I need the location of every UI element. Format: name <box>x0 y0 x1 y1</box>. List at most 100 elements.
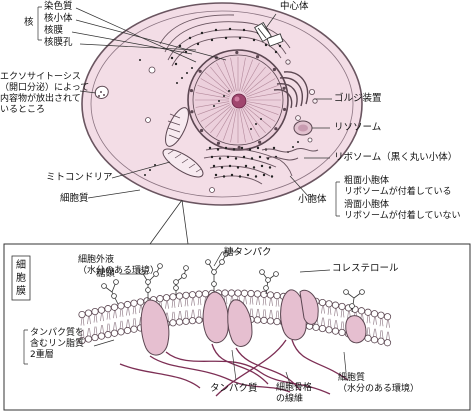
ribosome <box>211 156 213 158</box>
phospholipid-head <box>332 328 338 334</box>
ribosome <box>171 57 173 59</box>
ribosome <box>243 156 245 158</box>
nuclear-pore <box>235 51 238 54</box>
sugar-chain-label: 糖鎖 <box>96 268 115 280</box>
ribosome <box>227 156 229 158</box>
golgi-label: ゴルジ装置 <box>334 93 382 105</box>
free-ribosome <box>191 67 193 69</box>
ribosome <box>229 28 231 30</box>
free-ribosome <box>139 59 141 61</box>
ribosome <box>263 174 265 176</box>
free-ribosome <box>218 100 220 102</box>
free-ribosome <box>292 146 294 148</box>
phospholipid-head <box>131 326 137 332</box>
phospholipid-head <box>371 311 377 317</box>
free-ribosome <box>228 90 230 92</box>
nuclear-pore <box>283 108 286 111</box>
ribosome <box>215 29 217 31</box>
nuclear-pore <box>199 70 202 73</box>
glycoprotein-label: 糖タンパク <box>224 247 272 259</box>
free-ribosome <box>213 105 215 107</box>
ribosome <box>239 175 241 177</box>
phospholipid-head <box>118 303 124 309</box>
phospholipid-head <box>319 325 325 331</box>
phospholipid-head <box>241 290 247 296</box>
ribosome <box>239 37 241 39</box>
vesicle-label: 小胞体 <box>298 194 327 206</box>
phospholipid-head <box>170 320 176 326</box>
phospholipid-head <box>79 311 85 317</box>
phospholipid-head <box>332 302 338 308</box>
ribosome-label: リボソーム（黒く丸い小体） <box>334 152 457 164</box>
rough-er-label: 粗面小胞体 リボソームが付着している <box>344 176 451 198</box>
phospholipid-head <box>124 327 130 333</box>
cytoplasm-env-label: 細胞質 （水分のある環境） <box>338 373 419 395</box>
phospholipid-head <box>118 329 124 335</box>
ribosome <box>257 147 259 149</box>
ribosome <box>225 37 227 39</box>
phospholipid-head <box>92 334 98 340</box>
ribosome <box>197 43 199 45</box>
phospholipid-head <box>384 314 390 320</box>
nucleus-bracket-label: 核 <box>24 17 34 29</box>
phospholipid-head <box>267 292 273 298</box>
mitochondria-label: ミトコンドリア <box>46 172 113 184</box>
nuclear-pore <box>273 68 276 71</box>
phospholipid-head <box>189 291 195 297</box>
phospholipid-head <box>98 307 104 313</box>
centrosome-label: 中心体 <box>280 1 309 13</box>
phospholipid-head <box>196 291 202 297</box>
phospholipid-head <box>313 324 319 330</box>
ribosome <box>221 166 223 168</box>
ribosome <box>249 148 251 150</box>
nucleolus <box>232 94 246 108</box>
smooth-er-label: 滑面小胞体 リボソームが付着していない <box>344 200 460 222</box>
ribosome <box>223 175 225 177</box>
cell <box>38 3 362 244</box>
ribosome <box>219 157 221 159</box>
ribosome <box>215 174 217 176</box>
phospholipid-head <box>111 330 117 336</box>
phospholipid-head <box>254 291 260 297</box>
phospholipid-head <box>85 336 91 342</box>
free-ribosome <box>297 141 299 143</box>
free-ribosome <box>149 169 151 171</box>
free-ribosome <box>176 82 178 84</box>
nuclear-pore <box>190 89 193 92</box>
phospholipid-head <box>183 292 189 298</box>
bilayer-label: タンパク質を 含むリン脂質 2重層 <box>30 328 84 361</box>
phospholipid-head <box>358 308 364 314</box>
lysosome <box>294 121 312 135</box>
phospholipid-head <box>365 309 371 315</box>
ribosome <box>213 165 215 167</box>
ribosome <box>241 147 243 149</box>
ribosome <box>237 166 239 168</box>
phospholipid-head <box>254 317 260 323</box>
free-ribosome <box>255 123 257 125</box>
phospholipid-head <box>163 294 169 300</box>
phospholipid-head <box>189 317 195 323</box>
phospholipid-head <box>326 327 332 333</box>
ribosome <box>211 39 213 41</box>
ribosome <box>255 175 257 177</box>
ribosome <box>243 29 245 31</box>
cholesterol-label: コレステロール <box>332 263 399 275</box>
nuclear-pore <box>274 127 277 130</box>
cytoskeleton-label: 細胞骨格 の線維 <box>276 383 312 405</box>
phospholipid-head <box>378 338 384 344</box>
phospholipid-head <box>157 295 163 301</box>
lysosome-label: リソソーム <box>334 122 381 134</box>
phospholipid-head <box>339 303 345 309</box>
phospholipid-head <box>222 290 228 296</box>
phospholipid-head <box>274 318 280 324</box>
exocytosis-label: エクソサイトーシス （開口分泌）によって 内容物が放出されて いるところ <box>0 72 89 116</box>
ribosome <box>253 39 255 41</box>
phospholipid-head <box>170 294 176 300</box>
free-ribosome <box>144 174 146 176</box>
nuclear-pore <box>200 129 203 132</box>
ribosome <box>253 166 255 168</box>
phospholipid-head <box>105 331 111 337</box>
phospholipid-head <box>235 290 241 296</box>
free-ribosome <box>250 128 252 130</box>
phospholipid-head <box>85 310 91 316</box>
